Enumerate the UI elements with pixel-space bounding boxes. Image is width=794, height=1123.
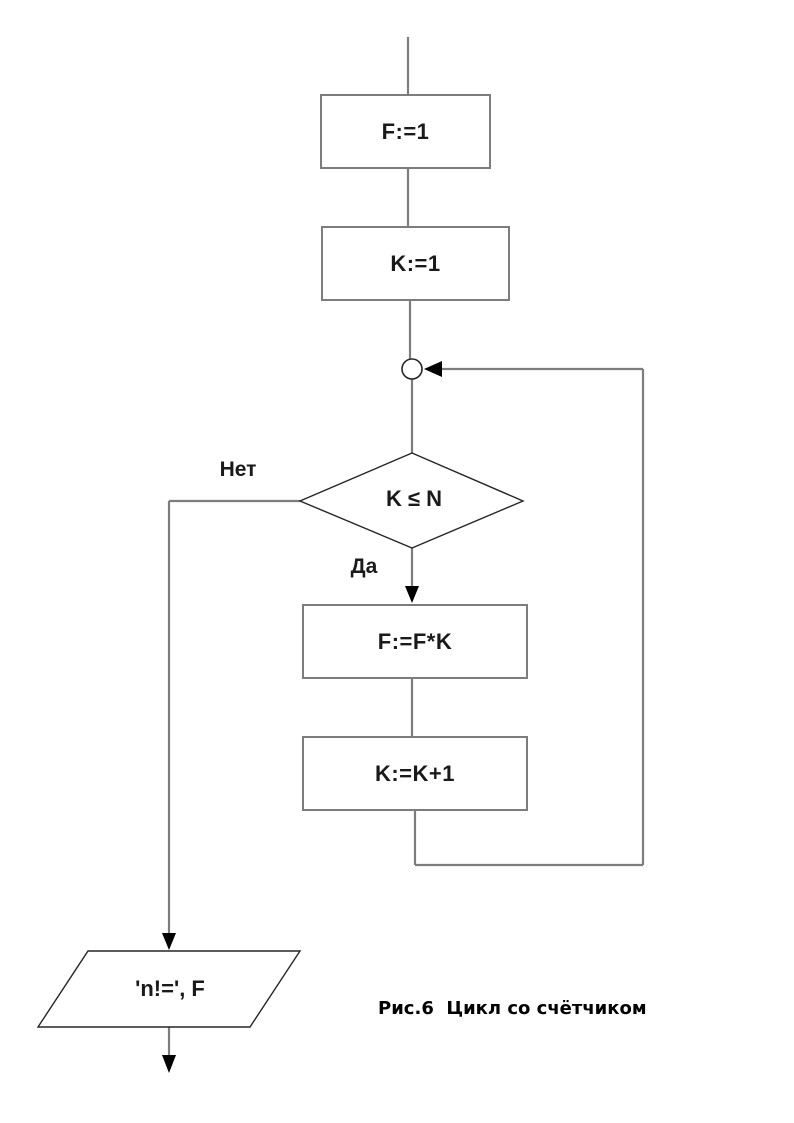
- process-box-init-k: K:=1: [321, 226, 510, 301]
- decision-diamond: [298, 452, 525, 549]
- process-box-increment: K:=K+1: [302, 736, 528, 811]
- process-box-multiply-label: F:=F*K: [377, 628, 453, 654]
- decision-condition-label: K ≤ N: [385, 486, 443, 511]
- process-box-multiply: F:=F*K: [302, 604, 528, 679]
- arrowhead-into-circle: [424, 361, 442, 377]
- process-box-init-f-label: F:=1: [381, 118, 430, 144]
- arrowhead-yes-into-multiply: [405, 586, 419, 603]
- io-output-label: 'n!=', F: [135, 976, 205, 1001]
- io-parallelogram: [36, 950, 302, 1028]
- process-box-init-f: F:=1: [320, 94, 491, 169]
- branch-label-no: Нет: [219, 458, 257, 481]
- process-box-increment-label: K:=K+1: [374, 760, 456, 786]
- branch-label-yes: Да: [350, 555, 378, 578]
- arrowhead-into-output: [162, 933, 176, 950]
- arrowhead-final-exit: [162, 1055, 176, 1073]
- process-box-init-k-label: K:=1: [390, 250, 441, 276]
- loop-junction-circle: [401, 358, 423, 380]
- figure-caption: Рис.6 Цикл со счётчиком: [378, 998, 647, 1019]
